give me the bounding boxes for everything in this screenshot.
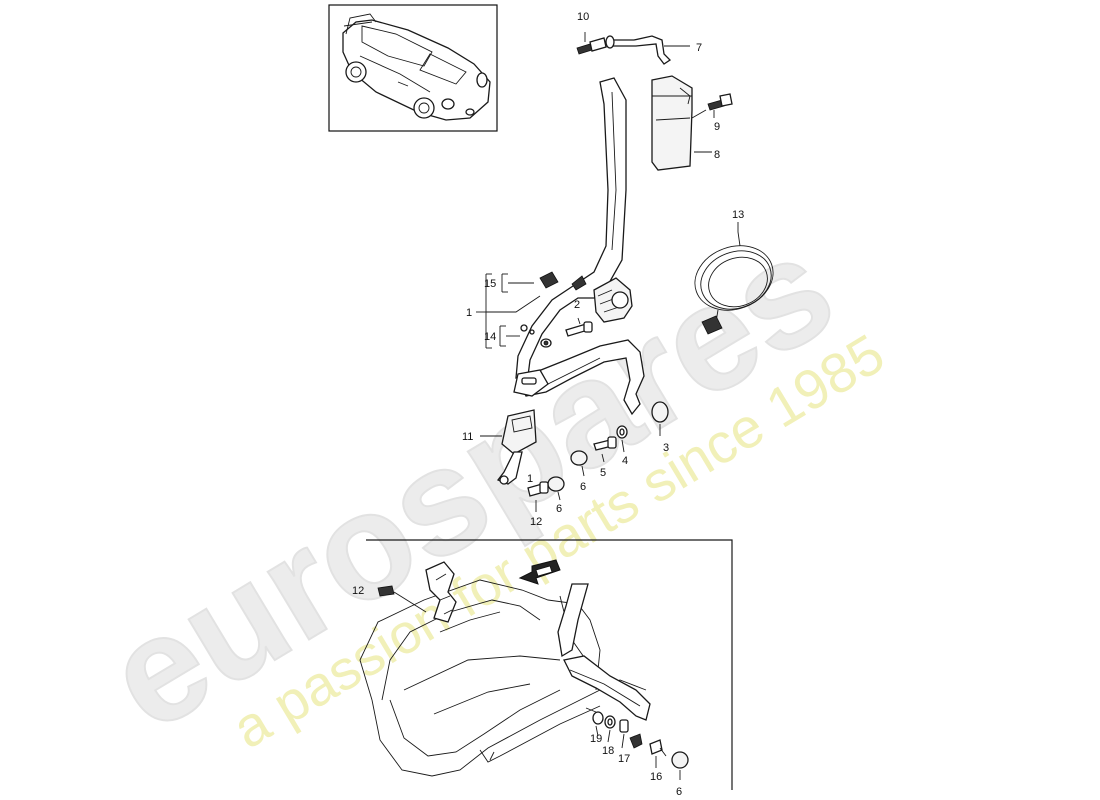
- callout-15: 15: [484, 278, 496, 290]
- watermark-logo: eurospares: [80, 202, 860, 763]
- callout-13: 13: [732, 209, 744, 221]
- callout-11: 11: [462, 431, 473, 443]
- callout-5: 5: [600, 467, 606, 479]
- callout-2: 2: [574, 299, 580, 311]
- part-13-cable: [694, 222, 774, 335]
- part-14-pin: [520, 324, 528, 332]
- part-5-bolt: [593, 436, 617, 463]
- part-12-bolt-inset: [377, 585, 395, 597]
- part-11-buckle: [480, 409, 537, 485]
- part-16-bolt: [649, 739, 663, 755]
- callout-12: 12: [530, 516, 542, 528]
- callout-7: 7: [696, 42, 702, 54]
- part-2-bolt: [565, 317, 593, 337]
- callouts: 10 7 9 8 13 15 1 2 14 11 3 4 5 6 1 6 12 …: [352, 11, 744, 798]
- forward-arrow-icon: [518, 559, 561, 585]
- part-17-spacer: [619, 719, 629, 733]
- part-6-cap-inset: [671, 751, 689, 769]
- callout-6-lower: 6: [556, 503, 562, 515]
- callout-8: 8: [714, 149, 720, 161]
- part-6-cap: [570, 450, 588, 477]
- callout-9: 9: [714, 121, 720, 133]
- part-15-clip: [539, 271, 559, 289]
- car-icon: [342, 13, 491, 121]
- car-thumbnail: [328, 4, 498, 132]
- callout-19: 19: [590, 733, 602, 745]
- callout-1-lower: 1: [527, 473, 533, 485]
- seat-inset: [359, 539, 733, 790]
- callout-4: 4: [622, 455, 628, 467]
- part-10-bolt: [576, 32, 615, 55]
- part-3-cap: [651, 401, 669, 436]
- callout-1: 1: [466, 307, 472, 319]
- callout-12-inset: 12: [352, 585, 364, 597]
- callout-18: 18: [602, 745, 614, 757]
- callout-10: 10: [577, 11, 589, 23]
- part-9-bolt: [691, 93, 733, 119]
- part-4-washer: [616, 425, 628, 453]
- callout-17: 17: [618, 753, 630, 765]
- callout-6-inset: 6: [676, 786, 682, 798]
- callout-14: 14: [484, 331, 496, 343]
- part-7-bracket: [611, 35, 690, 65]
- part-12-bolt: [527, 481, 549, 512]
- callout-3: 3: [663, 442, 669, 454]
- callout-16: 16: [650, 771, 662, 783]
- part-8-cover: [651, 75, 712, 171]
- part-19-washer: [592, 711, 604, 725]
- callout-6: 6: [580, 481, 586, 493]
- seat-belt-assembly: [476, 77, 645, 416]
